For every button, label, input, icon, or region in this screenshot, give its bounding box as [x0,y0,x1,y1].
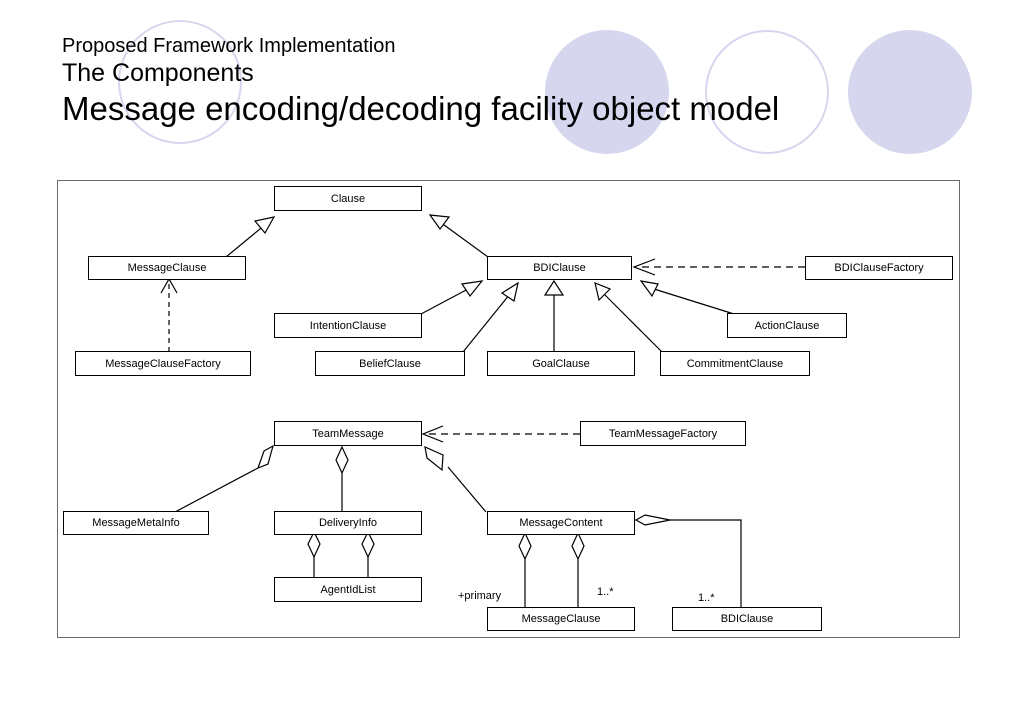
class-belief-clause: BeliefClause [315,351,465,376]
uml-connectors [160,214,805,608]
slide-title-line1: Proposed Framework Implementation [62,35,396,57]
class-goal-clause: GoalClause [487,351,635,376]
class-message-clause-factory: MessageClauseFactory [75,351,251,376]
decor-circle-4 [848,30,972,154]
slide-titles: Proposed Framework Implementation The Co… [62,34,779,129]
decor-circle-2 [545,30,669,154]
slide-title-line2: The Components [62,59,254,87]
class-action-clause: ActionClause [727,313,847,338]
class-message-clause: MessageClause [88,256,246,280]
class-intention-clause: IntentionClause [274,313,422,338]
multiplicity-primary: +primary [458,590,502,602]
class-message-meta-info: MessageMetaInfo [63,511,209,535]
class-agent-id-list: AgentIdList [274,577,422,602]
class-commitment-clause: CommitmentClause [660,351,810,376]
class-content-message-clause: MessageClause [487,607,635,631]
multiplicity-message-clause: 1..* [597,586,614,598]
class-bdi-clause: BDIClause [487,256,632,280]
class-team-message: TeamMessage [274,421,422,446]
multiplicity-bdi-clause: 1..* [698,592,715,604]
class-team-message-factory: TeamMessageFactory [580,421,746,446]
class-clause: Clause [274,186,422,211]
slide-title-line3: Message encoding/decoding facility objec… [62,90,780,127]
decor-circle-1 [118,20,242,144]
uml-diagram: Clause MessageClause BDIClause BDIClause… [57,180,960,638]
decor-circle-3 [705,30,829,154]
class-delivery-info: DeliveryInfo [274,511,422,535]
class-bdi-clause-factory: BDIClauseFactory [805,256,953,280]
class-message-content: MessageContent [487,511,635,535]
class-content-bdi-clause: BDIClause [672,607,822,631]
